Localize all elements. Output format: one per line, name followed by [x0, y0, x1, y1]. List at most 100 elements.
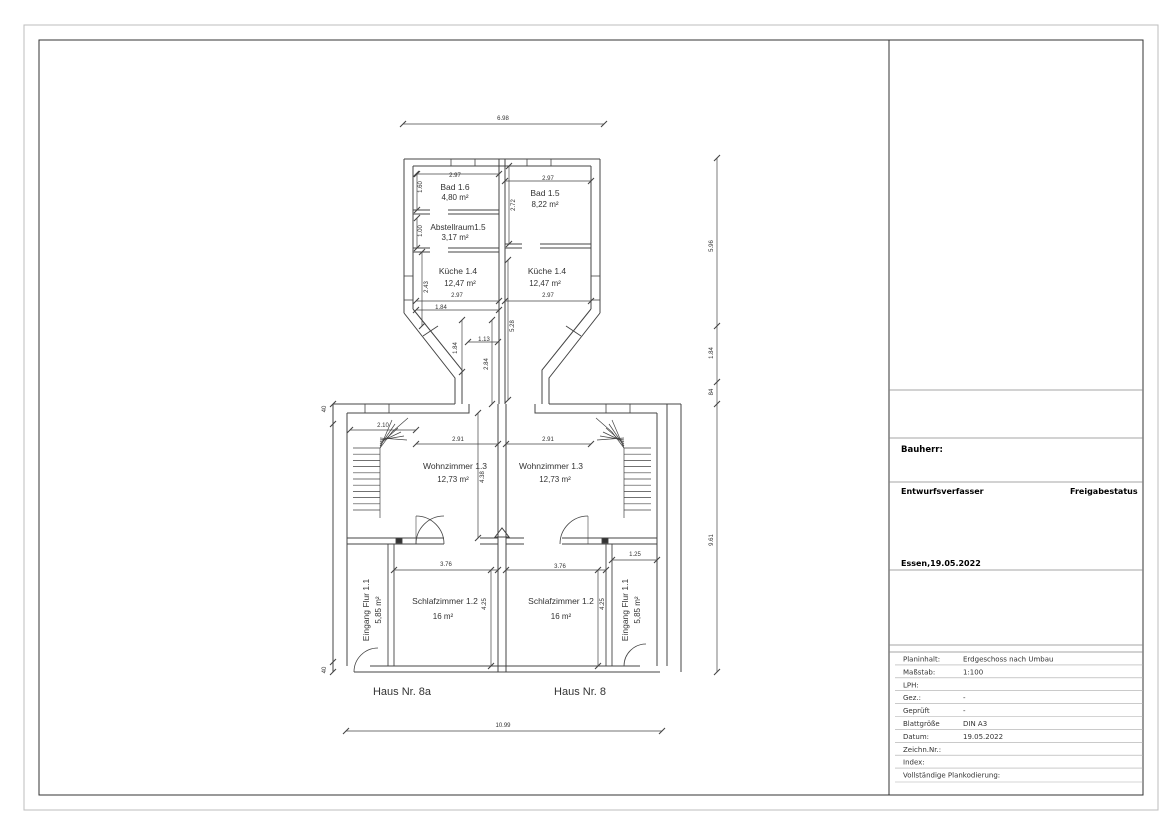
dim-kue-h: 2.43 — [424, 281, 430, 293]
dim-diag-v: 1.84 — [453, 342, 459, 354]
dimension-tick — [418, 322, 426, 330]
dimension-tick — [488, 400, 496, 408]
dim-abst-h: 1.00 — [418, 225, 424, 237]
stair-step — [379, 435, 405, 441]
titleblock-row-label: Gez.: — [903, 694, 921, 702]
house-right-label: Haus Nr. 8 — [554, 686, 606, 698]
dim-right-d: 9.61 — [709, 534, 715, 546]
dimension-tick — [390, 566, 398, 574]
stair-winder — [595, 417, 625, 449]
dim-corr-h: 2.84 — [484, 358, 490, 370]
dimension-tick — [329, 668, 337, 676]
titleblock-row-label: Index: — [903, 759, 925, 767]
dimension-tick — [713, 378, 721, 386]
titleblock-row-value: Erdgeschoss nach Umbau — [963, 656, 1053, 664]
titleblock-row-value: - — [963, 707, 966, 715]
dimension-tick — [608, 556, 616, 564]
titleblock-row-label: Maßstab: — [903, 668, 935, 676]
titleblock-row-label: Blattgröße — [903, 720, 940, 728]
room-schl-l-area: 16 m² — [433, 612, 454, 621]
dimension-tick — [413, 170, 421, 178]
bauherr-label: Bauherr: — [901, 445, 943, 455]
room-schl-r-name: Schlafzimmer 1.2 — [528, 596, 594, 606]
dim-bad-w-r: 2.97 — [542, 176, 554, 182]
room-bad-l-area: 4,80 m² — [441, 193, 468, 202]
dim-top: 6.98 — [497, 116, 509, 122]
dimension-tick — [713, 400, 721, 408]
dim-schl-h-r: 4.25 — [600, 598, 606, 610]
entwurfsverfasser-label: Entwurfsverfasser — [901, 487, 984, 496]
dim-wohn-w-r: 2.91 — [542, 437, 554, 443]
titleblock-row-label: Planinhalt: — [903, 656, 940, 664]
dimension-tick — [713, 322, 721, 330]
room-bad-r-area: 8,22 m² — [531, 200, 558, 209]
dimension-tick — [329, 400, 337, 408]
dim-left-b: 40 — [322, 666, 328, 673]
outer-sheet-border — [23, 24, 1159, 811]
stair-step — [602, 431, 625, 443]
dimension-tick — [412, 426, 420, 434]
stair-winder — [379, 417, 409, 449]
dimension-lines — [329, 120, 721, 735]
stair-step — [599, 435, 625, 441]
dimension-tick — [487, 566, 495, 574]
room-kue-l-name: Küche 1.4 — [439, 266, 478, 276]
dimension-tick — [495, 297, 503, 305]
dim-528: 5.28 — [510, 320, 516, 332]
room-flur-r-area: 5,85 m² — [633, 596, 642, 623]
room-abst-area: 3,17 m² — [441, 233, 468, 242]
dimension-tick — [474, 534, 482, 542]
dim-schl-h-l: 4.25 — [482, 598, 488, 610]
dimension-tick — [494, 566, 502, 574]
dim-bottom: 10.99 — [495, 723, 511, 729]
title-block: Bauherr: Entwurfsverfasser Freigabestatu… — [889, 389, 1143, 783]
dimension-tick — [504, 396, 512, 404]
dimension-tick — [346, 426, 354, 434]
dimension-tick — [342, 727, 350, 735]
dimension-tick — [413, 214, 421, 222]
dimension-tick — [413, 206, 421, 214]
room-schl-r-area: 16 m² — [551, 612, 572, 621]
outer-walls — [332, 158, 682, 673]
room-kue-r-name: Küche 1.4 — [528, 266, 567, 276]
dim-right-a: 5.96 — [709, 240, 715, 252]
dim-schl-w-l: 3.76 — [440, 562, 452, 568]
dimension-tick — [658, 727, 666, 735]
dimension-tick — [487, 662, 495, 670]
dimension-tick — [418, 248, 426, 256]
dimension-tick — [713, 154, 721, 162]
dimension-tick — [413, 244, 421, 252]
dimension-tick — [713, 668, 721, 676]
dimension-tick — [329, 658, 337, 666]
dimension-tick — [464, 338, 472, 346]
titleblock-row-label: Vollständige Plankodierung: — [903, 772, 1000, 780]
titleblock-row-label: LPH: — [903, 681, 919, 689]
stair-step — [608, 423, 625, 447]
stair-step — [379, 423, 396, 447]
stair-step — [596, 437, 625, 441]
dimension-tick — [587, 440, 595, 448]
stair-step — [379, 437, 408, 441]
room-wohn-r-name: Wohnzimmer 1.3 — [519, 461, 583, 471]
dimension-tick — [495, 306, 503, 314]
staircases — [353, 417, 651, 518]
room-wohn-r-area: 12,73 m² — [539, 475, 571, 484]
room-schl-l-name: Schlafzimmer 1.2 — [412, 596, 478, 606]
room-flur-l-name: Eingang Flur 1.1 — [361, 579, 371, 642]
dim-bad-h-l: 1.60 — [418, 181, 424, 193]
dimension-tick — [600, 120, 608, 128]
dimension-tick — [501, 297, 509, 305]
floor-plan — [332, 158, 682, 673]
room-kue-l-area: 12,47 m² — [444, 279, 476, 288]
dimension-tick — [488, 316, 496, 324]
dim-bad-h-r: 2.72 — [511, 199, 517, 211]
dim-right-c: 84 — [709, 388, 715, 395]
dimension-tick — [458, 368, 466, 376]
titleblock-row-value: 1:100 — [963, 668, 983, 676]
inner-walls — [347, 158, 657, 673]
dimension-tick — [458, 316, 466, 324]
titleblock-row-label: Datum: — [903, 733, 929, 741]
dimension-tick — [329, 420, 337, 428]
dimension-labels: 6.98 10.99 5.96 1.84 84 9.61 2.97 2.97 1… — [322, 116, 715, 729]
dimension-tick — [502, 440, 510, 448]
